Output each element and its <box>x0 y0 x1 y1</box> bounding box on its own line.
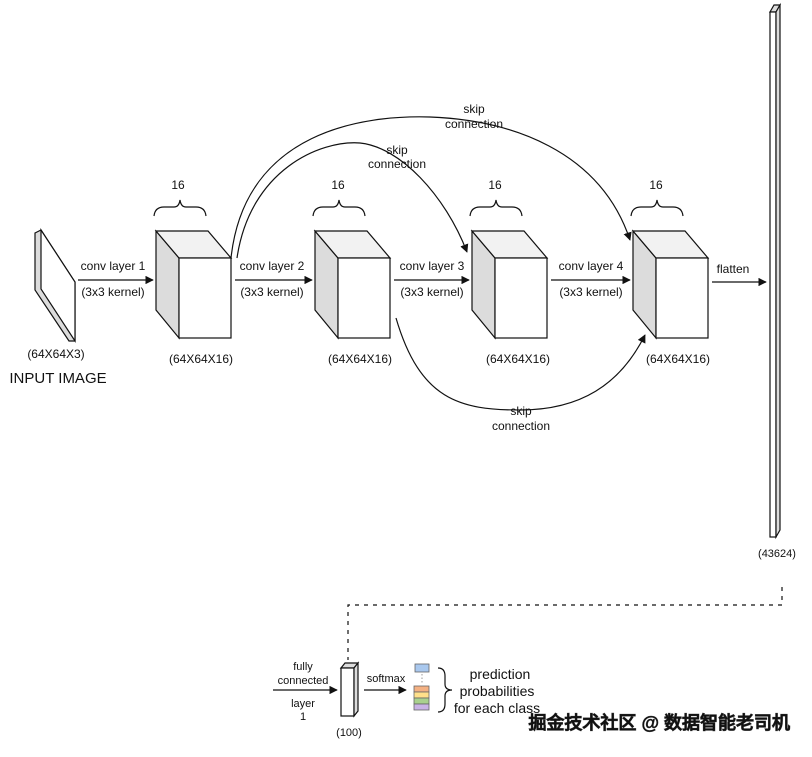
conv-block-4 <box>631 229 710 340</box>
prediction-line1: prediction <box>470 666 531 682</box>
fc-label-line3: layer <box>291 698 315 710</box>
conv-layer-3-label: conv layer 3 <box>400 259 465 273</box>
filter-brace-1 <box>153 199 207 217</box>
fc-dims: (100) <box>336 727 362 739</box>
skip-connection-inner <box>236 142 469 259</box>
conv-layer-2-label: conv layer 2 <box>240 259 305 273</box>
filter-brace-4 <box>630 199 684 217</box>
softmax-output-stack <box>413 663 430 711</box>
prediction-brace <box>437 667 453 713</box>
conv-1-dims: (64X64X16) <box>169 352 233 366</box>
conv-3-dims: (64X64X16) <box>486 352 550 366</box>
conv-layer-4-kernel: (3x3 kernel) <box>559 285 622 299</box>
conv-layer-1-label: conv layer 1 <box>81 259 146 273</box>
skip-inner-line2: connection <box>368 157 426 171</box>
fc-label-line1: fully <box>293 661 313 673</box>
filters-label-4: 16 <box>649 178 663 192</box>
prediction-line2: probabilities <box>460 683 535 699</box>
conv-block-1 <box>154 229 233 340</box>
filters-label-2: 16 <box>331 178 345 192</box>
skip-bottom-line1: skip <box>510 404 532 418</box>
input-image-block <box>34 227 76 344</box>
skip-inner-line1: skip <box>386 143 408 157</box>
fc-label-line2: connected <box>278 675 329 687</box>
flatten-vector <box>768 2 782 540</box>
conv-layer-4-label: conv layer 4 <box>559 259 624 273</box>
conv-layer-2-kernel: (3x3 kernel) <box>240 285 303 299</box>
skip-bottom-line2: connection <box>492 419 550 433</box>
filters-label-3: 16 <box>488 178 502 192</box>
skip-connection-bottom <box>395 317 646 411</box>
fc-layer-block <box>339 661 360 718</box>
filters-label-1: 16 <box>171 178 185 192</box>
skip-outer-line1: skip <box>463 102 485 116</box>
softmax-label: softmax <box>367 673 406 685</box>
filter-brace-2 <box>312 199 366 217</box>
conv-layer-1-kernel: (3x3 kernel) <box>81 285 144 299</box>
conv-2-dims: (64X64X16) <box>328 352 392 366</box>
skip-connection-outer <box>230 116 632 259</box>
fc-label-line4: 1 <box>300 711 306 723</box>
flatten-dims: (43624) <box>758 548 796 560</box>
input-title: INPUT IMAGE <box>9 370 106 387</box>
skip-outer-line2: connection <box>445 117 503 131</box>
conv-4-dims: (64X64X16) <box>646 352 710 366</box>
prediction-line3: for each class <box>454 700 540 716</box>
conv-block-3 <box>470 229 549 340</box>
conv-layer-3-kernel: (3x3 kernel) <box>400 285 463 299</box>
flatten-label: flatten <box>717 262 750 276</box>
input-dims: (64X64X3) <box>27 347 84 361</box>
watermark-text: 掘金技术社区 @ 数据智能老司机 <box>528 712 790 733</box>
conv-block-2 <box>313 229 392 340</box>
filter-brace-3 <box>469 199 523 217</box>
dashed-connector <box>347 587 783 660</box>
